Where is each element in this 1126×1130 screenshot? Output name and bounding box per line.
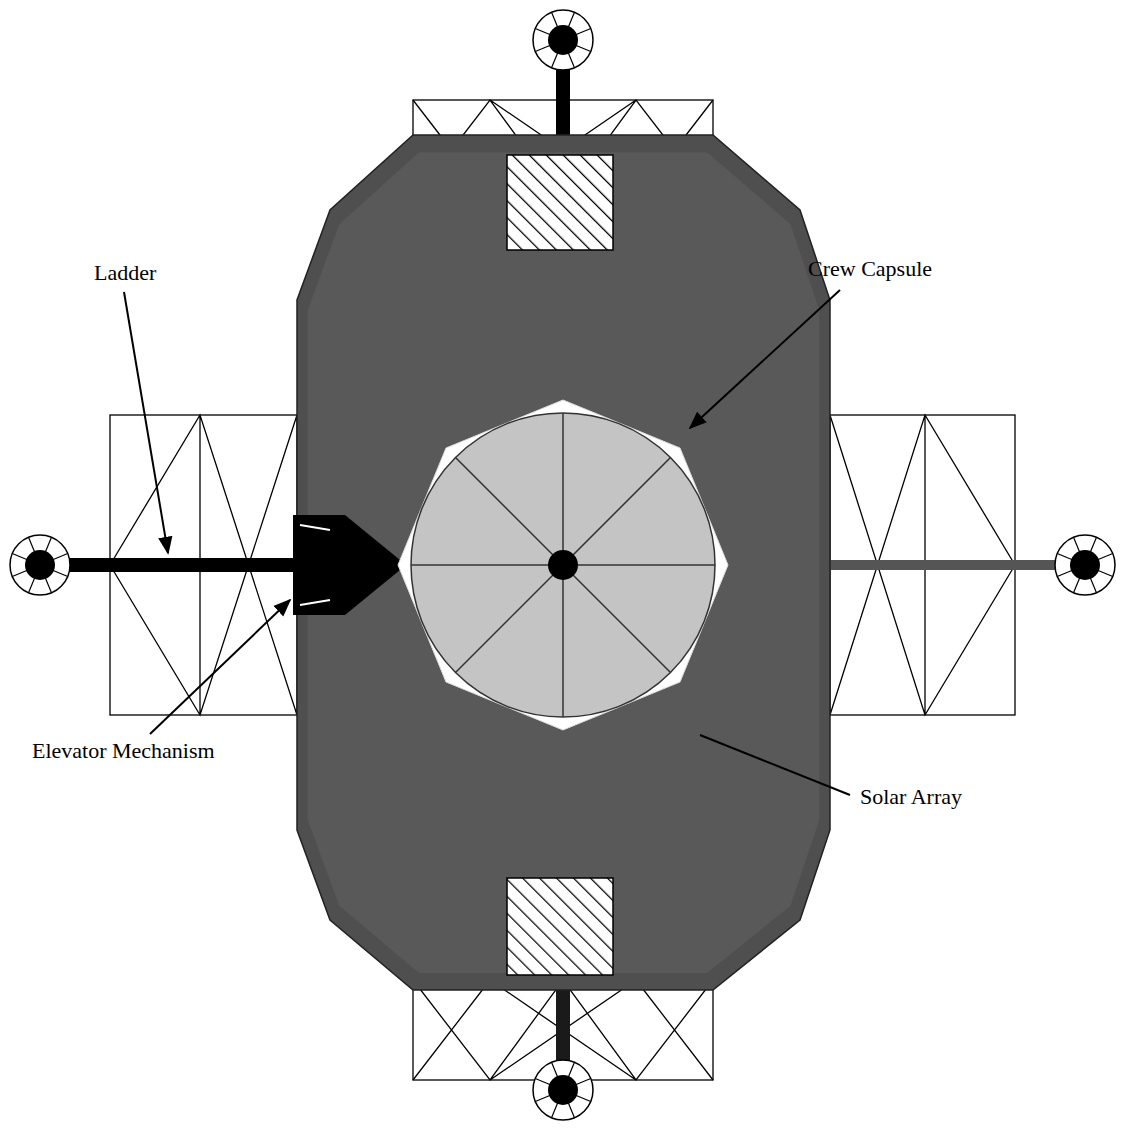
elevator-mechanism: [293, 515, 400, 615]
footpad: [10, 535, 70, 595]
truss: [110, 100, 1015, 1080]
leg-bar: [40, 40, 1085, 1090]
capsule-hub: [548, 550, 578, 580]
capsule-ring: [398, 400, 728, 730]
part-label: Elevator Mechanism: [30, 738, 217, 764]
footpad: [533, 10, 593, 70]
footpad: [533, 1060, 593, 1120]
part-label: Crew Capsule: [806, 256, 934, 282]
hatched-block: [507, 878, 613, 975]
part-label: Ladder: [92, 260, 158, 286]
part-label: Solar Array: [858, 784, 964, 810]
capsule-spokes: [411, 413, 715, 717]
leader-line: [124, 290, 850, 795]
crew-capsule: [411, 413, 715, 717]
footpad: [10, 10, 1115, 1120]
elevator-detail: [300, 525, 330, 605]
hatched-block: [507, 155, 613, 250]
footpad: [1055, 535, 1115, 595]
